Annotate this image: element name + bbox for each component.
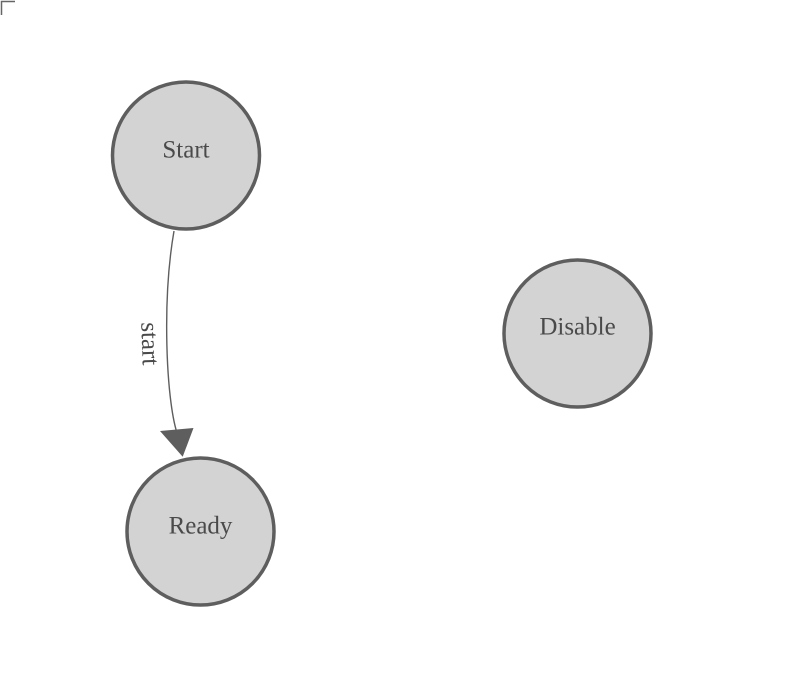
- node-disable-circle[interactable]: [502, 258, 653, 409]
- edge-start-ready[interactable]: start: [135, 230, 194, 457]
- node-start-circle[interactable]: [110, 80, 262, 231]
- node-ready[interactable]: Ready: [125, 456, 276, 607]
- node-disable[interactable]: Disable: [502, 258, 653, 409]
- node-start[interactable]: Start: [110, 80, 262, 231]
- node-ready-label: Ready: [169, 513, 233, 540]
- corner-mark: [0, 0, 15, 15]
- node-disable-label: Disable: [539, 314, 615, 341]
- edge-path[interactable]: [166, 230, 178, 434]
- edge-label: start: [135, 322, 163, 366]
- node-start-label: Start: [162, 137, 209, 164]
- arrowhead-icon: [160, 428, 194, 457]
- node-ready-circle[interactable]: [125, 456, 276, 607]
